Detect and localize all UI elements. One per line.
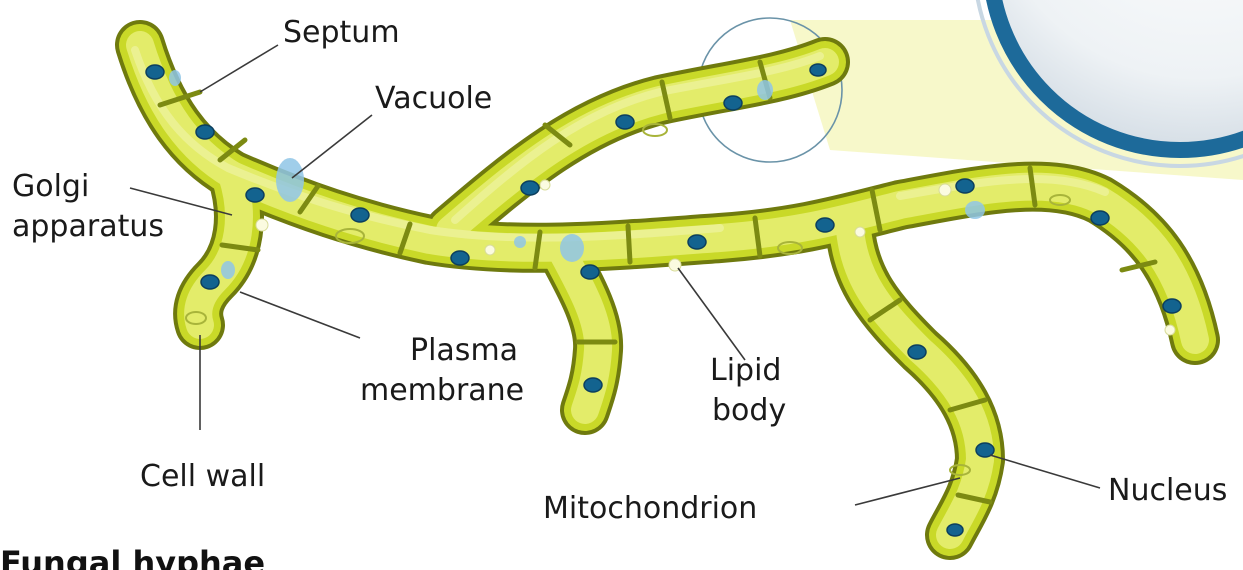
label-mitochondrion: Mitochondrion [543,491,757,526]
label-cell-wall: Cell wall [140,459,265,494]
diagram-title: Fungal hyphae [0,544,265,570]
label-lipid-line2: body [712,393,786,428]
label-golgi-line1: Golgi [12,169,89,204]
label-nucleus: Nucleus [1108,473,1227,508]
label-lipid-line1: Lipid [710,353,781,388]
lipid-body-leader [678,268,745,360]
label-plasma-line1: Plasma [410,333,518,368]
nucleus-leader [990,455,1100,488]
plasma-membrane-leader [240,292,360,338]
septum-leader [200,45,278,92]
label-plasma-line2: membrane [360,373,524,408]
vacuole-leader [292,115,372,178]
label-septum: Septum [283,15,400,50]
label-vacuole: Vacuole [375,81,492,116]
label-golgi-line2: apparatus [12,209,164,244]
